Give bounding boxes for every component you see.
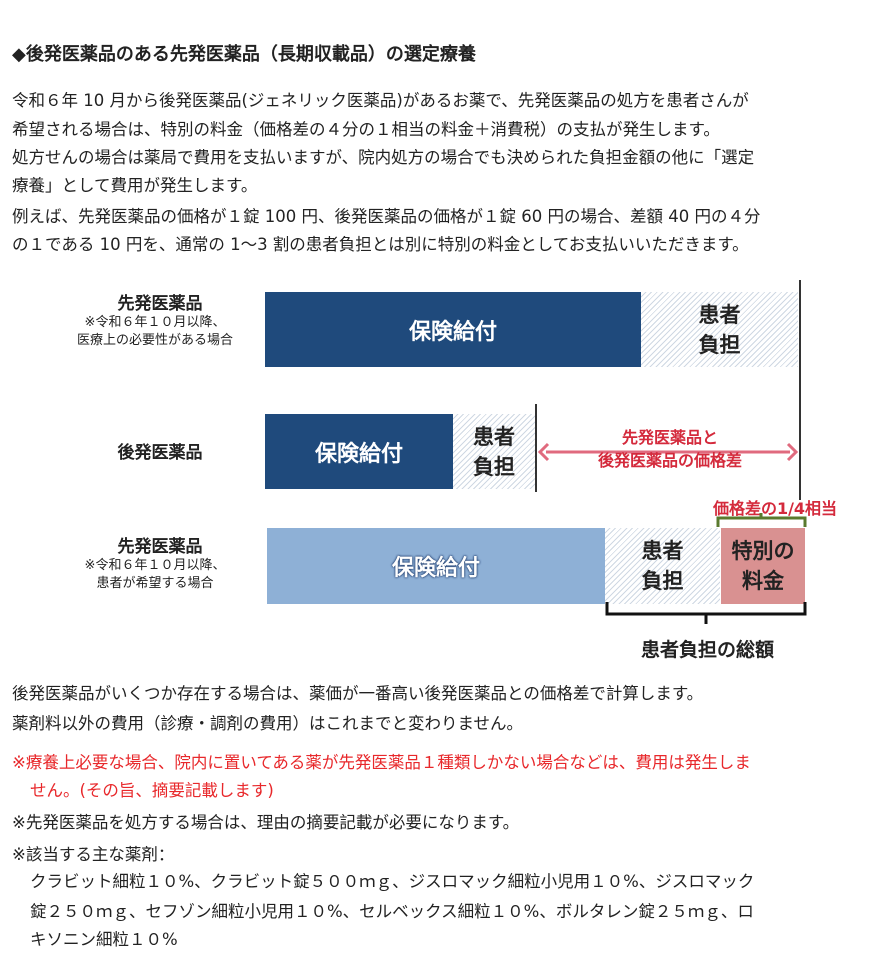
intro-line: 処方せんの場合は薬局で費用を支払いますが、院内処方の場合でも決められた負担金額の…: [12, 148, 755, 167]
intro-line: 療養」として費用が発生します。: [12, 176, 258, 195]
row3-insurance-bar: 保険給付: [267, 528, 605, 604]
note: 薬剤料以外の費用（診療・調剤の費用）はこれまでと変わりません。: [12, 714, 524, 733]
row1-patient1: 患者: [698, 302, 741, 327]
quarter-label: 価格差の1/4相当: [712, 499, 838, 518]
row1-sub1: ※令和６年１０月以降、: [84, 315, 226, 330]
row1-sub2: 医療上の必要性がある場合: [76, 333, 233, 348]
brand-price-line: [799, 280, 801, 500]
drugs-line: クラビット細粒１０%、クラビット錠５００ｍｇ、ジスロマック細粒小児用１０%、ジス…: [30, 872, 755, 891]
row1-insurance-bar: 保険給付: [265, 292, 641, 367]
row3-sub2: 患者が希望する場合: [96, 576, 214, 591]
intro-line: 希望される場合は、特別の料金（価格差の４分の１相当の料金＋消費税）の支払が発生し…: [12, 120, 720, 139]
red-note: ※療養上必要な場合、院内に置いてある薬が先発医薬品１種類しかない場合などは、費用…: [12, 753, 751, 772]
row2-patient2: 負担: [473, 454, 515, 479]
price-diff-line2: 後発医薬品の価格差: [597, 451, 742, 470]
quarter-bracket: [716, 513, 807, 527]
row3-patient-bar: 患者負担: [605, 528, 720, 604]
special-fee1: 特別の: [731, 539, 795, 563]
note: 後発医薬品がいくつか存在する場合は、薬価が一番高い後発医薬品との価格差で計算しま…: [12, 684, 704, 703]
row3-sub: ※令和６年１０月以降、患者が希望する場合: [40, 557, 270, 593]
note: ※先発医薬品を処方する場合は、理由の摘要記載が必要になります。: [12, 813, 520, 832]
row1-patient-bar: 患者負担: [641, 292, 798, 367]
row3-sub1: ※令和６年１０月以降、: [84, 558, 226, 573]
red-note: せん。(その旨、摘要記載します): [30, 781, 274, 800]
intro-line: 令和６年 10 月から後発医薬品(ジェネリック医薬品)があるお薬で、先発医薬品の…: [12, 91, 749, 110]
price-diff-line1: 先発医薬品と: [621, 428, 718, 447]
total-bracket: [605, 602, 807, 624]
row2-patient-bar: 患者負担: [453, 414, 535, 489]
row2-label: 後発医薬品: [117, 443, 203, 463]
row1-patient2: 負担: [698, 332, 741, 357]
double-arrow-icon: [538, 442, 799, 462]
special-fee-bar: 特別の料金: [721, 528, 805, 604]
total-label: 患者負担の総額: [640, 639, 774, 661]
page-title: ◆後発医薬品のある先発医薬品（長期収載品）の選定療養: [12, 44, 476, 65]
row2-patient1: 患者: [473, 424, 515, 449]
special-fee2: 料金: [742, 569, 784, 593]
row1-sub: ※令和６年１０月以降、医療上の必要性がある場合: [40, 314, 270, 350]
row3-patient1: 患者: [641, 539, 684, 563]
price-diff-label: 先発医薬品と後発医薬品の価格差: [560, 426, 780, 472]
intro-line: の１である 10 円を、通常の 1～3 割の患者負担とは別に特別の料金としてお支…: [12, 235, 749, 254]
generic-price-line: [535, 404, 537, 492]
drugs-line: 錠２５０ｍｇ、セフゾン細粒小児用１０%、セルベックス細粒１０%、ボルタレン錠２５…: [30, 902, 754, 921]
intro-line: 例えば、先発医薬品の価格が１錠 100 円、後発医薬品の価格が１錠 60 円の場…: [12, 207, 761, 226]
row2-insurance-bar: 保険給付: [265, 414, 453, 489]
row3-label: 先発医薬品: [117, 537, 203, 557]
drugs-heading: ※該当する主な薬剤：: [12, 845, 175, 864]
row3-patient2: 負担: [641, 569, 684, 593]
row1-label: 先発医薬品: [117, 294, 203, 314]
drugs-line: キソニン細粒１０%: [30, 930, 178, 949]
